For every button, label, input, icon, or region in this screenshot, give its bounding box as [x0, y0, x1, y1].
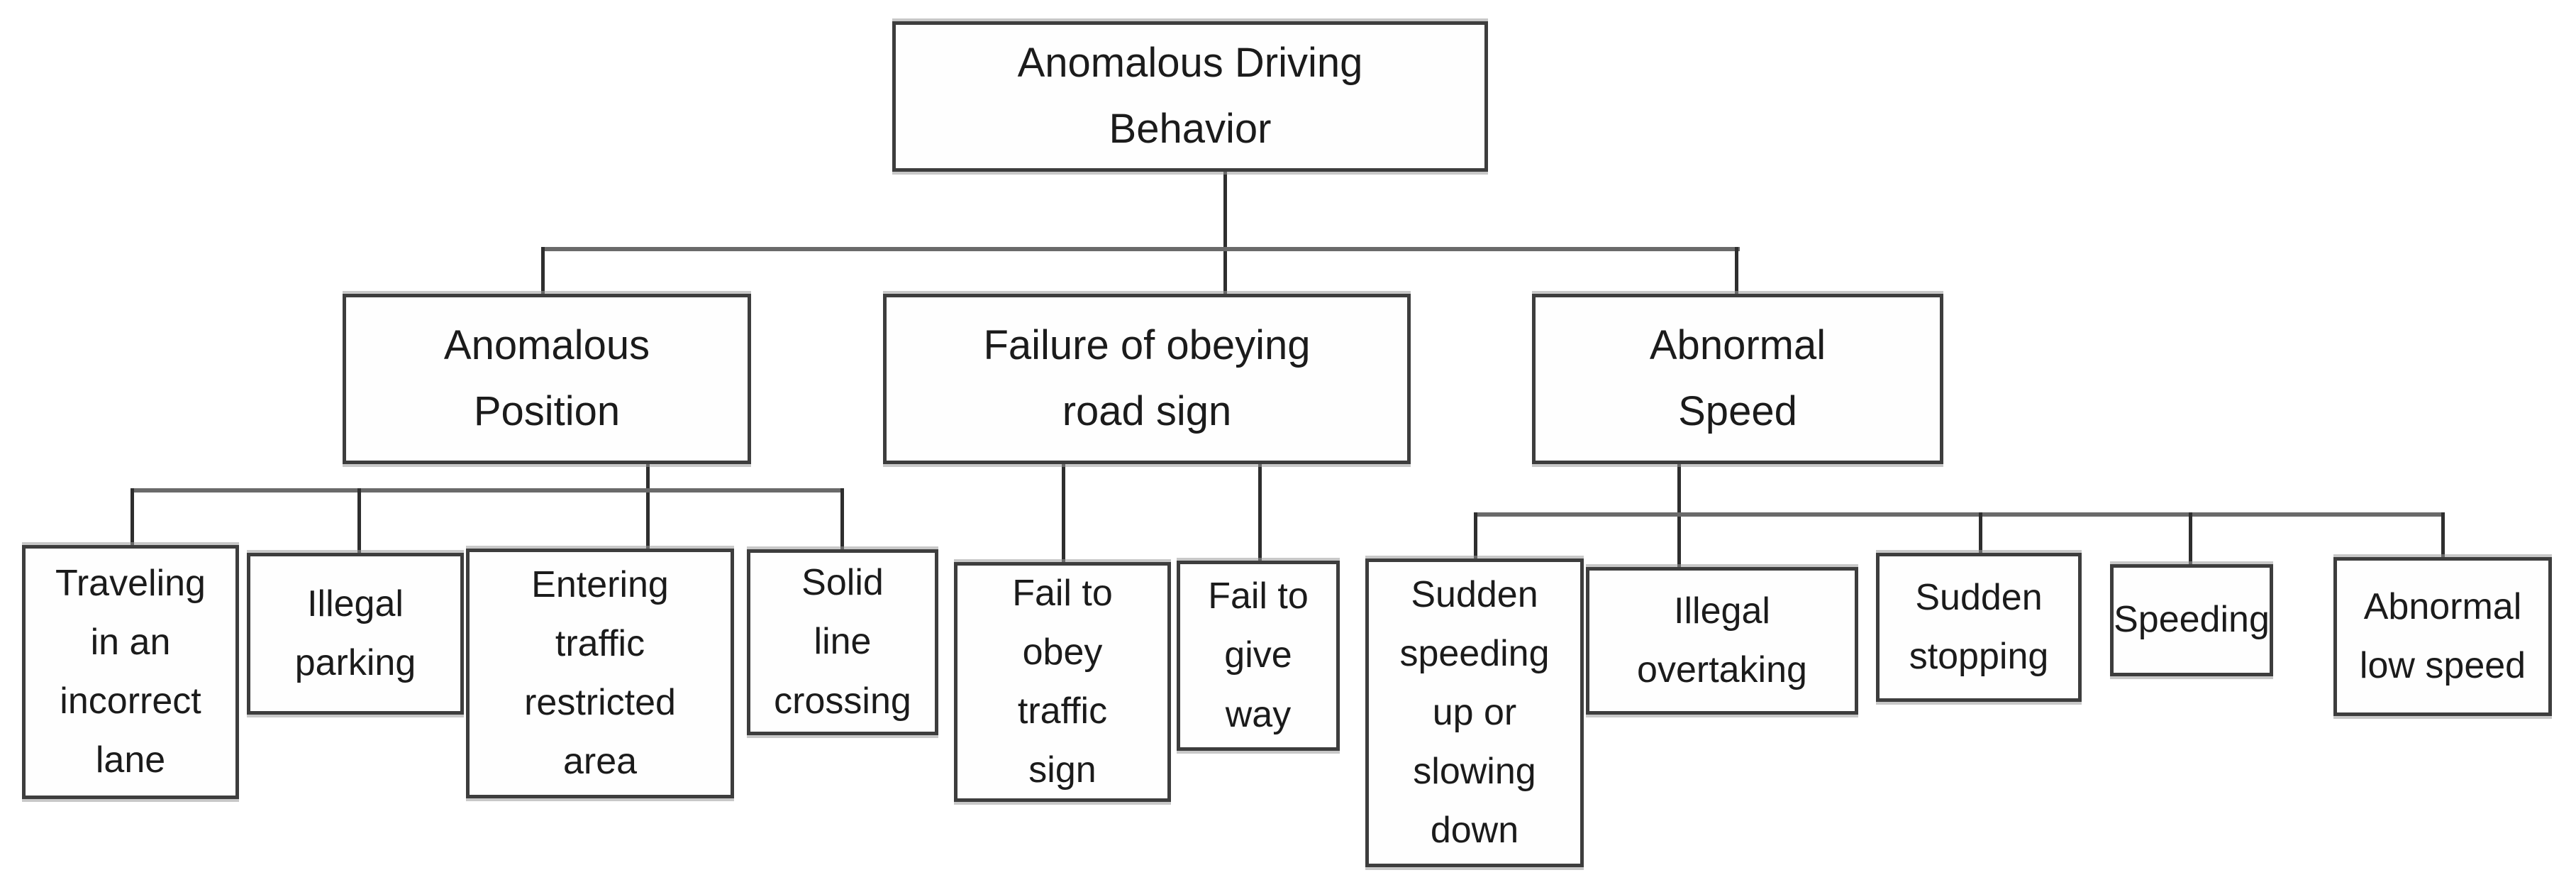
node-sudden-stopping: Sudden stopping — [1876, 553, 2082, 702]
node-anomalous-position: Anomalous Position — [343, 294, 751, 464]
node-sudden-speeding-up-or-slowing-down: Sudden speeding up or slowing down — [1365, 558, 1584, 867]
node-illegal-overtaking: Illegal overtaking — [1586, 567, 1858, 715]
node-fail-to-obey-traffic-sign: Fail to obey traffic sign — [954, 562, 1171, 802]
node-traveling-incorrect-lane: Traveling in an incorrect lane — [22, 545, 239, 799]
node-abnormal-speed: Abnormal Speed — [1532, 294, 1943, 464]
connector-failure-to-give-way — [1258, 463, 1262, 563]
node-fail-to-give-way: Fail to give way — [1177, 561, 1340, 751]
connector-bus3-to-sudden-speed-change — [1474, 512, 1477, 561]
bus-speed-children — [1474, 512, 2445, 517]
connector-failure-to-obey-traffic-sign — [1062, 463, 1065, 565]
node-entering-traffic-restricted-area: Entering traffic restricted area — [466, 549, 734, 798]
connector-bus3-to-abnormal-low-speed — [2441, 512, 2445, 560]
connector-bus2-to-solid-line-crossing — [840, 488, 844, 552]
connector-bus3-to-speeding — [2189, 512, 2192, 567]
node-abnormal-low-speed: Abnormal low speed — [2333, 557, 2552, 716]
connector-bus1-to-anomalous-position — [541, 247, 545, 295]
node-illegal-parking: Illegal parking — [247, 553, 464, 715]
node-failure-of-obeying-road-sign: Failure of obeying road sign — [883, 294, 1411, 464]
connector-bus2-to-incorrect-lane — [131, 488, 134, 548]
connector-bus2-to-illegal-parking — [357, 488, 361, 555]
connector-position-to-restricted-area — [646, 463, 650, 551]
bus-position-children — [131, 488, 844, 492]
node-solid-line-crossing: Solid line crossing — [747, 549, 938, 735]
node-anomalous-driving-behavior: Anomalous Driving Behavior — [892, 21, 1488, 172]
connector-root-to-failure-road-sign — [1223, 170, 1227, 295]
connector-bus1-to-abnormal-speed — [1735, 247, 1738, 295]
node-speeding: Speeding — [2110, 564, 2273, 676]
connector-bus3-to-sudden-stopping — [1979, 512, 1982, 556]
bus-level1 — [541, 247, 1740, 251]
